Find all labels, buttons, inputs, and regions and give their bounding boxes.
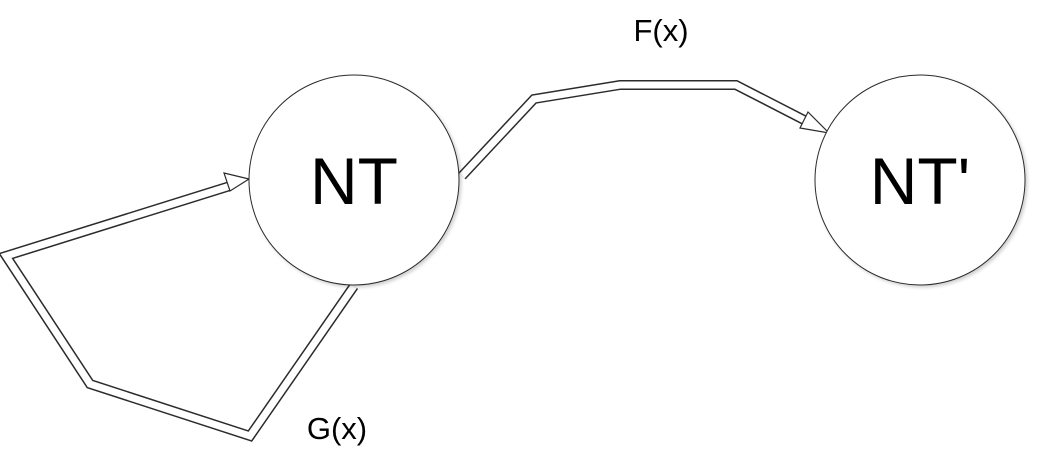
self-loop-shaft-fill — [0, 182, 357, 441]
edge-self-loop-label: G(x) — [307, 411, 367, 446]
edge-transform-label: F(x) — [633, 13, 688, 48]
node-nt-prime-circle — [814, 74, 1026, 286]
node-nt-prime[interactable]: NT' — [814, 74, 1026, 286]
node-nt-label: NT — [310, 144, 398, 218]
self-loop-arrowhead — [223, 172, 251, 192]
node-nt[interactable]: NT — [248, 74, 460, 286]
edge-self-loop[interactable] — [0, 172, 359, 442]
transform-shaft-fill — [459, 81, 810, 179]
node-nt-circle — [248, 74, 460, 286]
node-nt-prime-label: NT' — [870, 144, 971, 218]
edge-transform[interactable] — [458, 80, 831, 180]
transform-arrowhead — [799, 110, 831, 134]
